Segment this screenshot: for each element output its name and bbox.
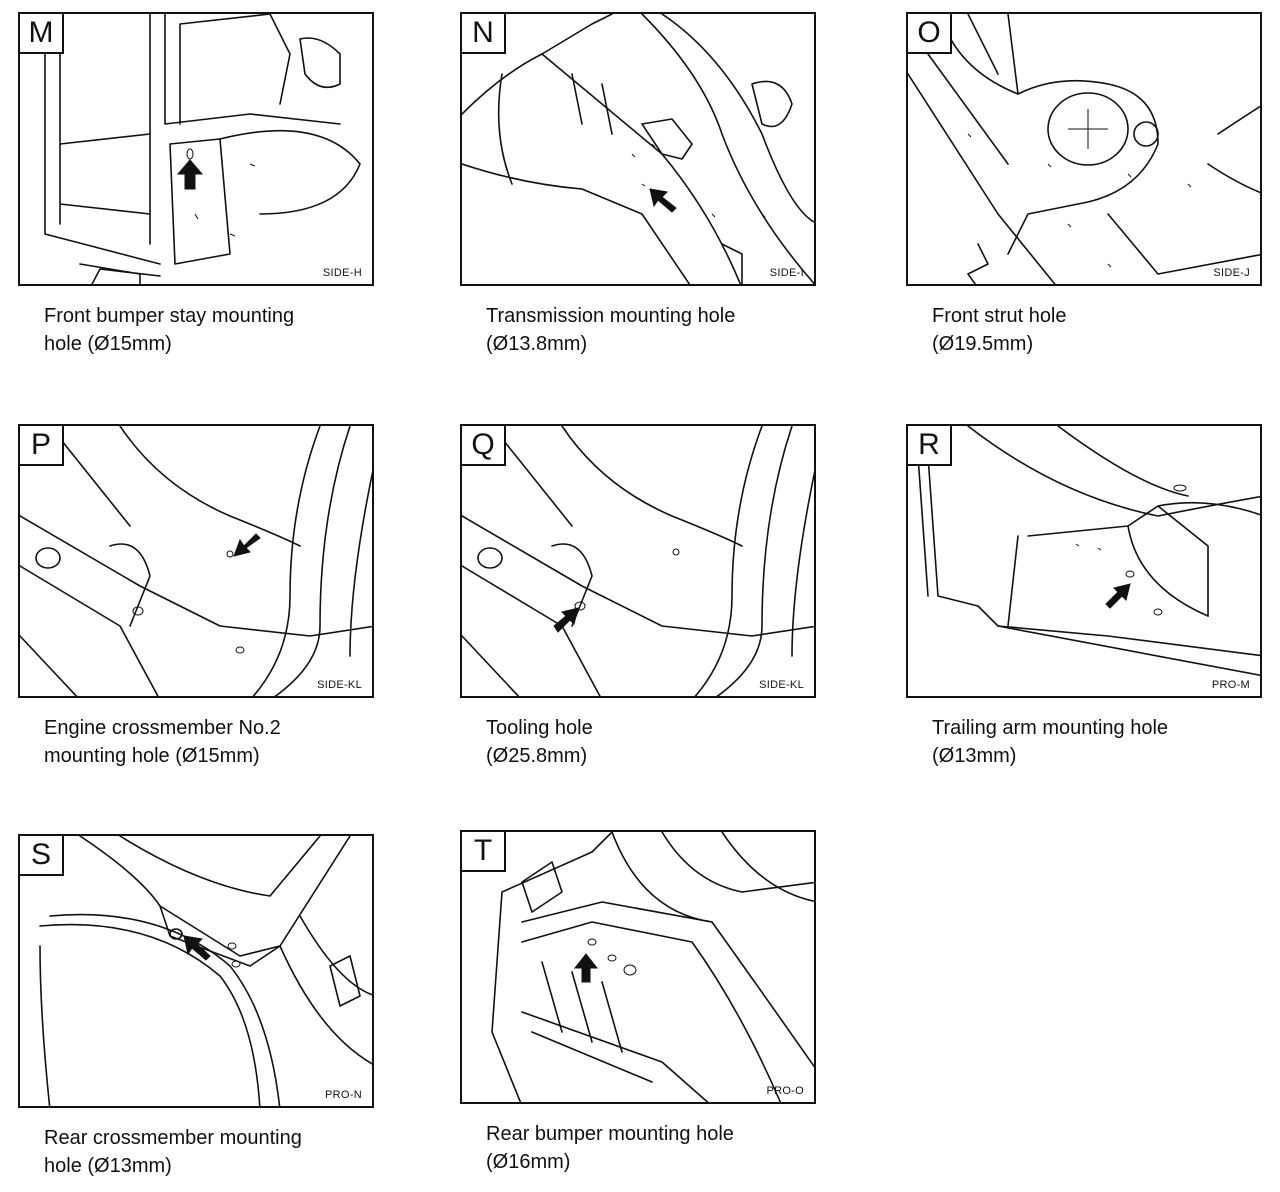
caption-line: mounting hole (Ø15mm) [44, 745, 260, 767]
caption-line: Transmission mounting hole [486, 305, 736, 327]
panel-letter: T [462, 832, 506, 872]
panel-letter: N [462, 14, 506, 54]
caption-line: Tooling hole [486, 717, 593, 739]
caption-line: Front strut hole [932, 305, 1067, 327]
caption-line: (Ø25.8mm) [486, 745, 588, 767]
diagram-m: M SIDE-H [18, 12, 374, 286]
view-tag: SIDE-KL [317, 679, 362, 691]
caption-line: hole (Ø15mm) [44, 333, 172, 355]
caption: Front strut hole (Ø19.5mm) [932, 302, 1280, 358]
caption: Trailing arm mounting hole (Ø13mm) [932, 714, 1280, 770]
drawing-o [908, 14, 1260, 284]
diagram-n: N SIDE-I [460, 12, 816, 286]
diagram-s: S PRO-N [18, 834, 374, 1108]
diagram-t: T PRO-O [460, 830, 816, 1104]
caption-line: Rear crossmember mounting [44, 1127, 302, 1149]
drawing-m [44, 14, 361, 284]
panel-letter: S [20, 836, 64, 876]
diagram-o: O SIDE-J [906, 12, 1262, 286]
diagram-p: P SIDE-KL [18, 424, 374, 698]
caption-line: (Ø13.8mm) [486, 333, 588, 355]
diagram-q: Q SIDE-KL [460, 424, 816, 698]
view-tag: SIDE-I [769, 267, 804, 279]
view-tag: SIDE-KL [759, 679, 804, 691]
diagram-r: R PRO-M [906, 424, 1262, 698]
caption: Tooling hole (Ø25.8mm) [486, 714, 866, 770]
caption: Rear crossmember mounting hole (Ø13mm) [44, 1124, 424, 1180]
view-tag: PRO-M [1211, 679, 1250, 691]
caption-line: (Ø13mm) [932, 745, 1017, 767]
caption: Front bumper stay mounting hole (Ø15mm) [44, 302, 424, 358]
caption-line: Rear bumper mounting hole [486, 1123, 734, 1145]
caption-line: (Ø19.5mm) [932, 333, 1034, 355]
panel-letter: M [20, 14, 64, 54]
view-tag: SIDE-H [322, 267, 362, 279]
caption-line: Engine crossmember No.2 [44, 717, 281, 739]
caption-line: hole (Ø13mm) [44, 1155, 172, 1177]
caption-line: (Ø16mm) [486, 1151, 571, 1173]
drawing-n [462, 14, 814, 284]
caption: Transmission mounting hole (Ø13.8mm) [486, 302, 866, 358]
caption: Engine crossmember No.2 mounting hole (Ø… [44, 714, 424, 770]
panel-letter: Q [462, 426, 506, 466]
view-tag: PRO-O [766, 1085, 804, 1097]
panel-letter: O [908, 14, 952, 54]
caption-line: Front bumper stay mounting [44, 305, 295, 327]
panel-letter: R [908, 426, 952, 466]
caption-line: Trailing arm mounting hole [932, 717, 1169, 739]
drawing-t [491, 832, 814, 1102]
drawing-s [39, 836, 372, 1106]
view-tag: SIDE-J [1213, 267, 1250, 279]
panel-letter: P [20, 426, 64, 466]
caption: Rear bumper mounting hole (Ø16mm) [486, 1120, 866, 1176]
drawing-p [20, 426, 372, 696]
drawing-r [917, 426, 1260, 677]
drawing-q [462, 426, 814, 696]
view-tag: PRO-N [325, 1089, 362, 1101]
